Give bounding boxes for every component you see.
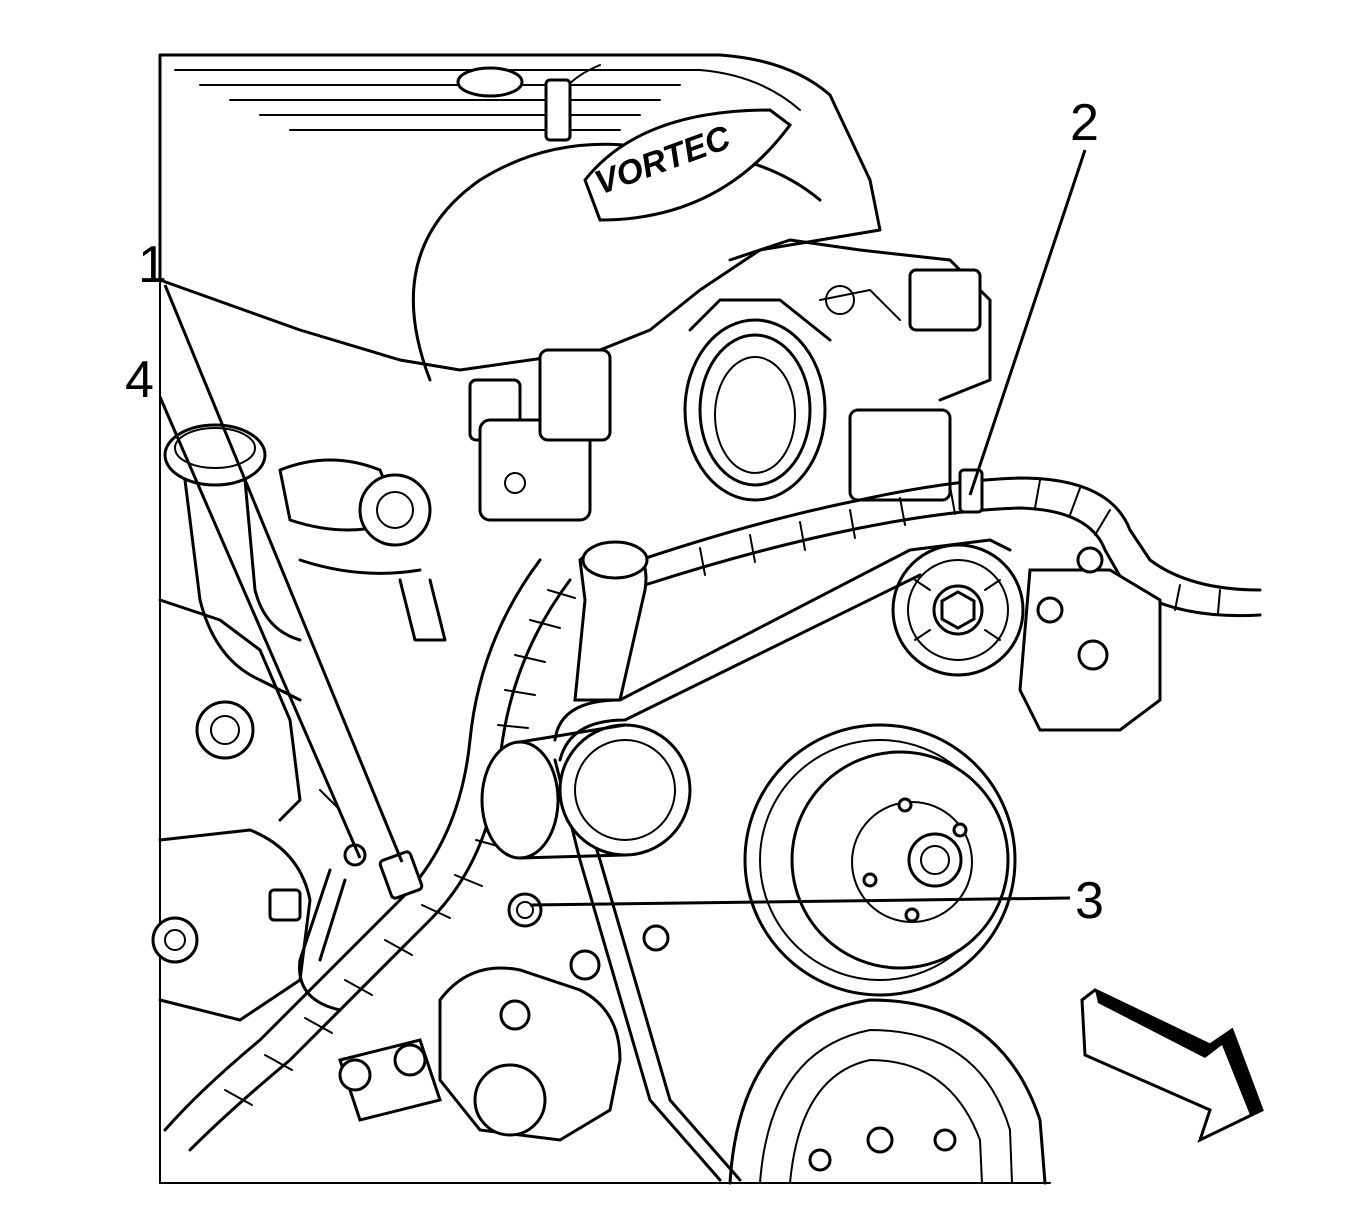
throttle-body <box>683 298 832 502</box>
leader-line-3 <box>529 896 1071 907</box>
callout-4: 4 <box>125 351 154 409</box>
crankshaft-pulley <box>728 998 1047 1185</box>
coolant-cap-and-hoses <box>163 423 447 702</box>
callouts: 1 2 3 4 <box>125 94 1104 930</box>
vortec-logo: VORTEC <box>583 108 793 222</box>
leader-line-1 <box>163 284 404 863</box>
water-pump-pulley <box>743 723 1017 997</box>
ground-strap-fasteners <box>298 843 670 1012</box>
lower-left-block <box>151 598 341 1022</box>
callout-1: 1 <box>138 236 167 294</box>
callout-2: 2 <box>1070 94 1099 152</box>
tensioner-bracket <box>1018 546 1162 732</box>
alternator-pulley <box>480 723 692 860</box>
leader-line-2 <box>968 149 1087 496</box>
thermostat-housing <box>338 949 622 1142</box>
leader-lines <box>158 149 1087 907</box>
idler-pulley <box>891 543 1025 677</box>
engine-cover <box>158 53 882 382</box>
forward-direction-arrow-icon <box>1080 988 1264 1143</box>
leader-line-4 <box>158 396 362 859</box>
callout-3: 3 <box>1075 872 1104 930</box>
upper-right-components <box>728 238 992 502</box>
idle-air-connector <box>468 348 612 522</box>
upper-coolant-elbow <box>573 540 649 702</box>
